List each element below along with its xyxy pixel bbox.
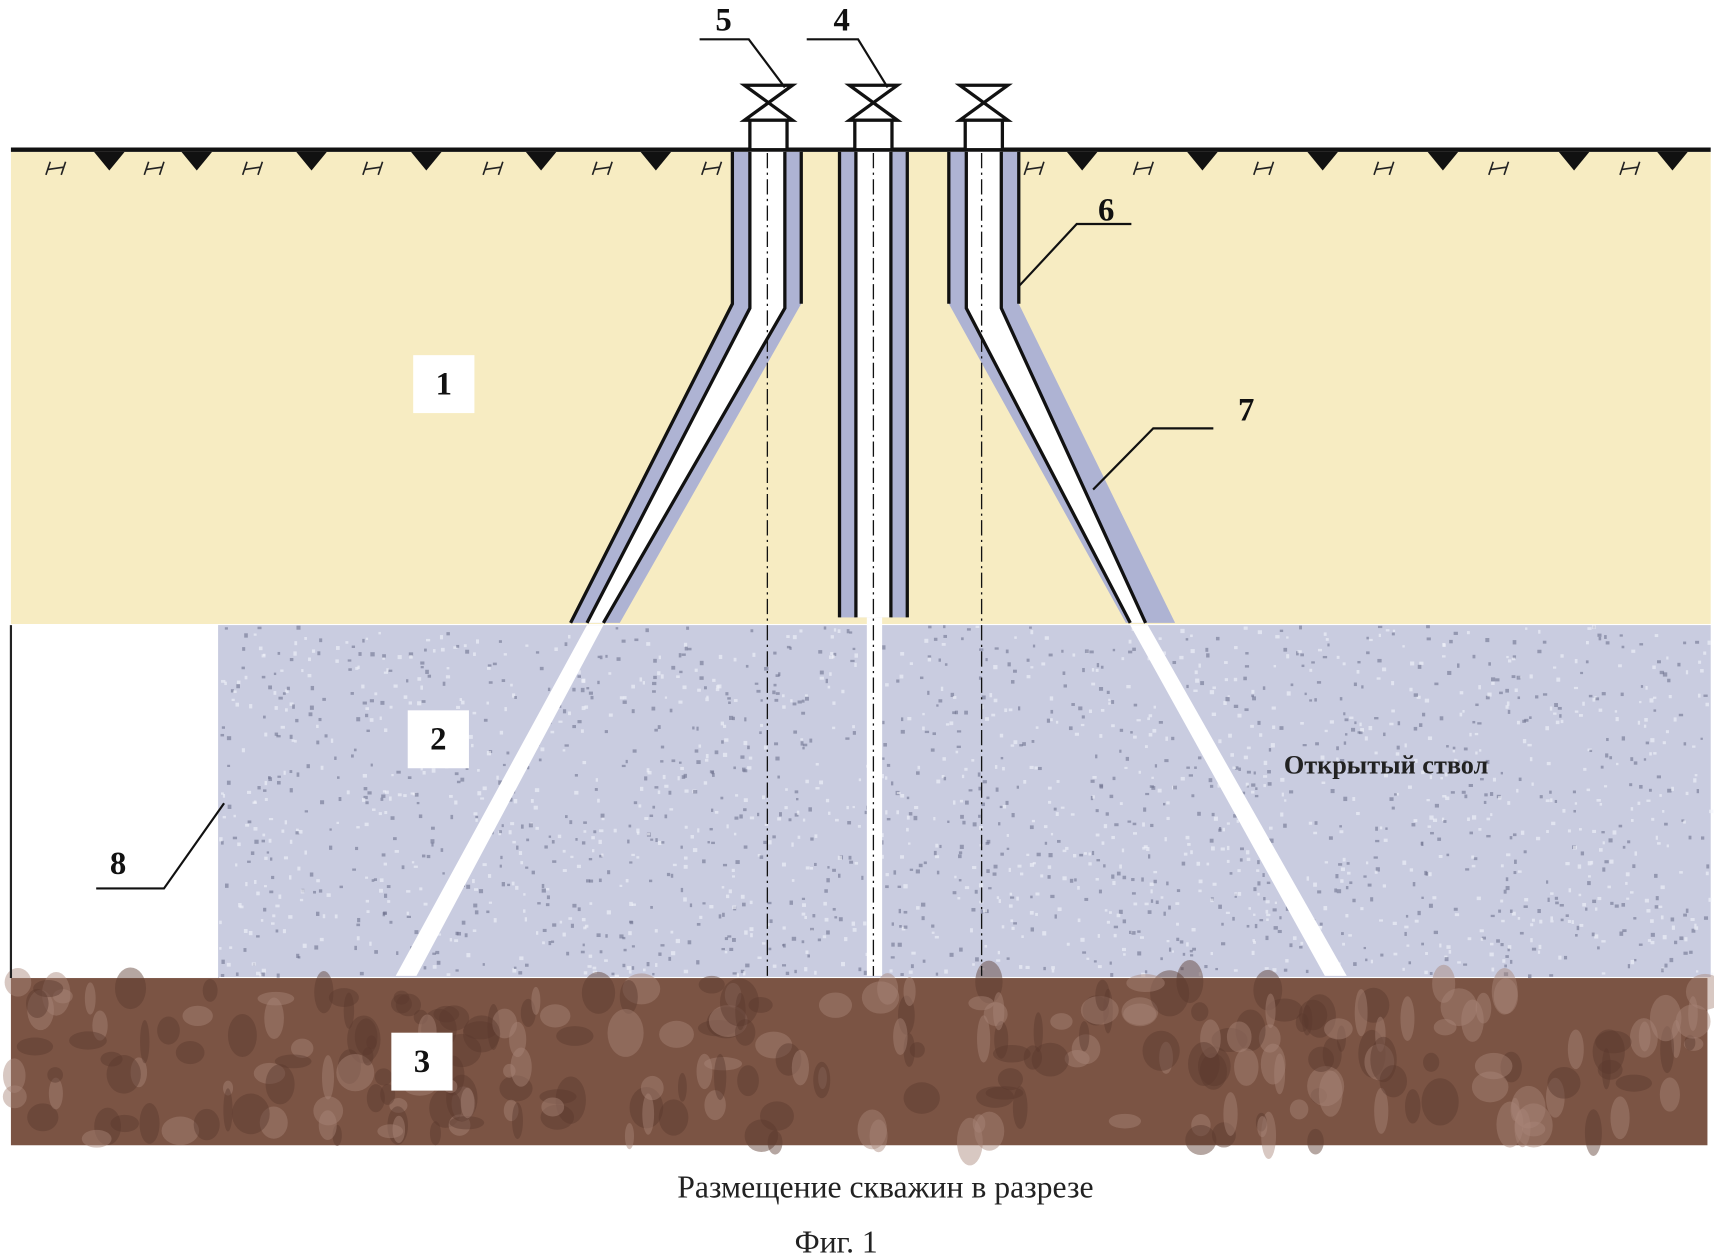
figure-caption: Размещение скважин в разрезе (677, 1170, 1093, 1205)
label-1: 1 (436, 367, 452, 403)
valve-icon (744, 85, 792, 149)
open-hole-label: Открытый ствол (1284, 751, 1489, 780)
label-7: 7 (1238, 393, 1254, 429)
label-4: 4 (833, 3, 849, 39)
valve-icon (849, 85, 897, 149)
valve-icon (960, 85, 1008, 149)
label-3: 3 (414, 1044, 430, 1080)
label-5: 5 (715, 3, 731, 39)
label-2: 2 (430, 722, 446, 758)
figure-number: Фиг. 1 (795, 1224, 878, 1259)
label-6: 6 (1098, 193, 1114, 229)
label-8: 8 (110, 846, 126, 882)
